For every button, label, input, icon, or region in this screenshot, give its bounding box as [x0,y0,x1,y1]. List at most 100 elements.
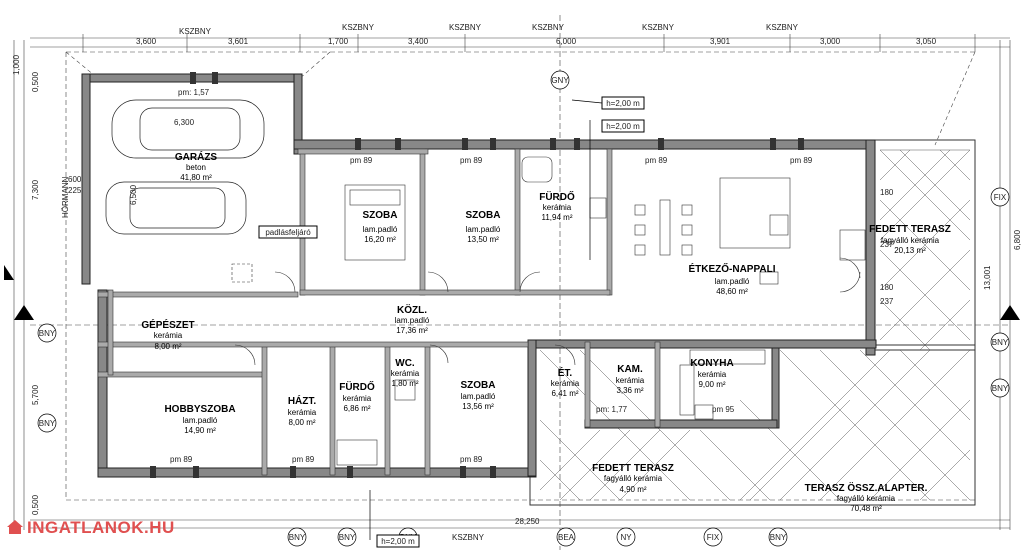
terrace-hatch [529,139,976,506]
tag-top-1: KSZBNY [179,27,212,36]
svg-text:GNY: GNY [551,76,569,85]
tag-side-left-1: BNY [37,323,57,343]
dim-top-8: 3,050 [916,37,937,46]
dim-right-2: 6,800 [1013,229,1022,250]
dim-top-3: 1,700 [328,37,349,46]
tag-top-2: KSZBNY [342,23,375,32]
tag-bottom-6: NY [616,527,636,547]
svg-text:BNY: BNY [39,329,56,338]
garage-dim-600: 600 [68,175,82,184]
room-szoba-1: SZOBA lam.padló 16,20 m² [363,210,398,244]
svg-text:TERASZ ÖSSZ.ALAPTER.: TERASZ ÖSSZ.ALAPTER. [805,481,928,494]
dim-top-6: 3,901 [710,37,731,46]
svg-text:kerámia: kerámia [154,331,183,340]
pm-label-szoba2: pm 89 [460,156,483,165]
svg-text:beton: beton [186,163,206,172]
dim-left-1: 1,000 [12,54,21,75]
room-szoba-3: SZOBA lam.padló 13,56 m² [461,380,496,411]
svg-text:lam.padló: lam.padló [715,277,750,286]
svg-text:KSZBNY: KSZBNY [449,23,482,32]
svg-text:KAM.: KAM. [617,364,643,375]
room-gepeszet: GÉPÉSZET kerámia 8,00 m² [141,318,194,351]
svg-text:lam.padló: lam.padló [395,316,430,325]
svg-text:KSZBNY: KSZBNY [766,23,799,32]
svg-text:ÉTKEZŐ-NAPPALI: ÉTKEZŐ-NAPPALI [688,262,775,275]
svg-text:ÉT.: ÉT. [558,366,573,379]
height-marker-2: h=2,00 m [606,122,640,131]
pm-label-konyha: pm 95 [712,405,735,414]
tag-top-5: KSZBNY [642,23,675,32]
garage-cars [105,99,265,235]
svg-text:kerámia: kerámia [616,376,645,385]
svg-text:9,00 m²: 9,00 m² [698,380,725,389]
svg-text:BEA: BEA [558,533,575,542]
svg-text:BNY: BNY [992,384,1009,393]
svg-text:lam.padló: lam.padló [461,392,496,401]
svg-text:kerámia: kerámia [698,370,727,379]
dim-top-2: 3,601 [228,37,249,46]
svg-text:fagyálló kerámia: fagyálló kerámia [881,236,940,245]
tag-bottom-4: KSZBNY [452,533,485,542]
house-icon [6,519,24,535]
pm-label-kam: pm: 1,77 [596,405,628,414]
dim-top-7: 3,000 [820,37,841,46]
dim-top-1: 3,600 [136,37,157,46]
svg-text:FEDETT TERASZ: FEDETT TERASZ [869,224,951,235]
tag-bottom-2: BNY [337,527,357,547]
window-type-tags: KSZBNY KSZBNY KSZBNY KSZBNY KSZBNY KSZBN… [37,23,1010,547]
window-marks [150,72,804,478]
svg-text:BNY: BNY [289,533,306,542]
svg-text:fagyálló kerámia: fagyálló kerámia [604,474,663,483]
attic-access-label: padlásfeljáró [265,228,311,237]
svg-text:BNY: BNY [39,419,56,428]
room-garazs: GARÁZS beton 41,80 m² [175,150,218,182]
svg-text:kerámia: kerámia [391,369,420,378]
svg-text:6,86 m²: 6,86 m² [343,404,370,413]
pm-label-haztart: pm 89 [292,455,315,464]
tag-gny: GNY [550,70,570,90]
height-markers: h=2,00 m h=2,00 m h=2,00 m padlásfeljáró [258,96,645,548]
svg-text:8,00 m²: 8,00 m² [154,342,181,351]
svg-text:HOBBYSZOBA: HOBBYSZOBA [164,404,235,415]
svg-text:41,80 m²: 41,80 m² [180,173,212,182]
svg-text:SZOBA: SZOBA [461,380,496,391]
svg-text:13,50 m²: 13,50 m² [467,235,499,244]
room-fedett-terasz-2: FEDETT TERASZ fagyálló kerámia 4,90 m² [592,463,674,494]
tag-bottom-5: BEA [556,527,576,547]
svg-text:SZOBA: SZOBA [363,210,398,221]
garage-dim-225: 225 [68,186,82,195]
svg-text:KSZBNY: KSZBNY [179,27,212,36]
svg-text:lam.padló: lam.padló [363,225,398,234]
svg-text:kerámia: kerámia [551,379,580,388]
pm-label-szoba1: pm 89 [350,156,373,165]
svg-text:GÉPÉSZET: GÉPÉSZET [141,318,194,331]
garage-dim-6300: 6,300 [174,118,195,127]
svg-text:fagyálló kerámia: fagyálló kerámia [837,494,896,503]
svg-text:48,60 m²: 48,60 m² [716,287,748,296]
svg-text:KONYHA: KONYHA [690,358,733,369]
svg-text:KÖZL.: KÖZL. [397,303,427,316]
dim-left-4: 5,700 [31,384,40,405]
svg-text:BNY: BNY [770,533,787,542]
room-szoba-2: SZOBA lam.padló 13,50 m² [466,210,501,244]
garage-dim-6500: 6,500 [129,184,138,205]
dim-top-4: 3,400 [408,37,429,46]
svg-text:KSZBNY: KSZBNY [452,533,485,542]
room-haztart: HÁZT. kerámia 8,00 m² [288,394,317,427]
dim-right-1: 13,001 [983,265,992,290]
room-hobbyszoba: HOBBYSZOBA lam.padló 14,90 m² [164,404,235,435]
svg-text:BNY: BNY [992,338,1009,347]
svg-text:FÜRDŐ: FÜRDŐ [539,190,575,203]
svg-text:HÁZT.: HÁZT. [288,394,317,407]
watermark-text: INGATLANOK.HU [27,518,175,537]
svg-text:WC.: WC. [395,358,415,369]
svg-text:16,20 m²: 16,20 m² [364,235,396,244]
terrace-dim-237-top: 237 [880,240,894,249]
dimension-lines [13,15,1011,550]
tag-side-right-2: BNY [990,332,1010,352]
svg-text:4,90 m²: 4,90 m² [619,485,646,494]
svg-text:kerámia: kerámia [543,203,572,212]
pm-label-nappali: pm 89 [645,156,668,165]
pm-label-nappali-2: pm 89 [790,156,813,165]
